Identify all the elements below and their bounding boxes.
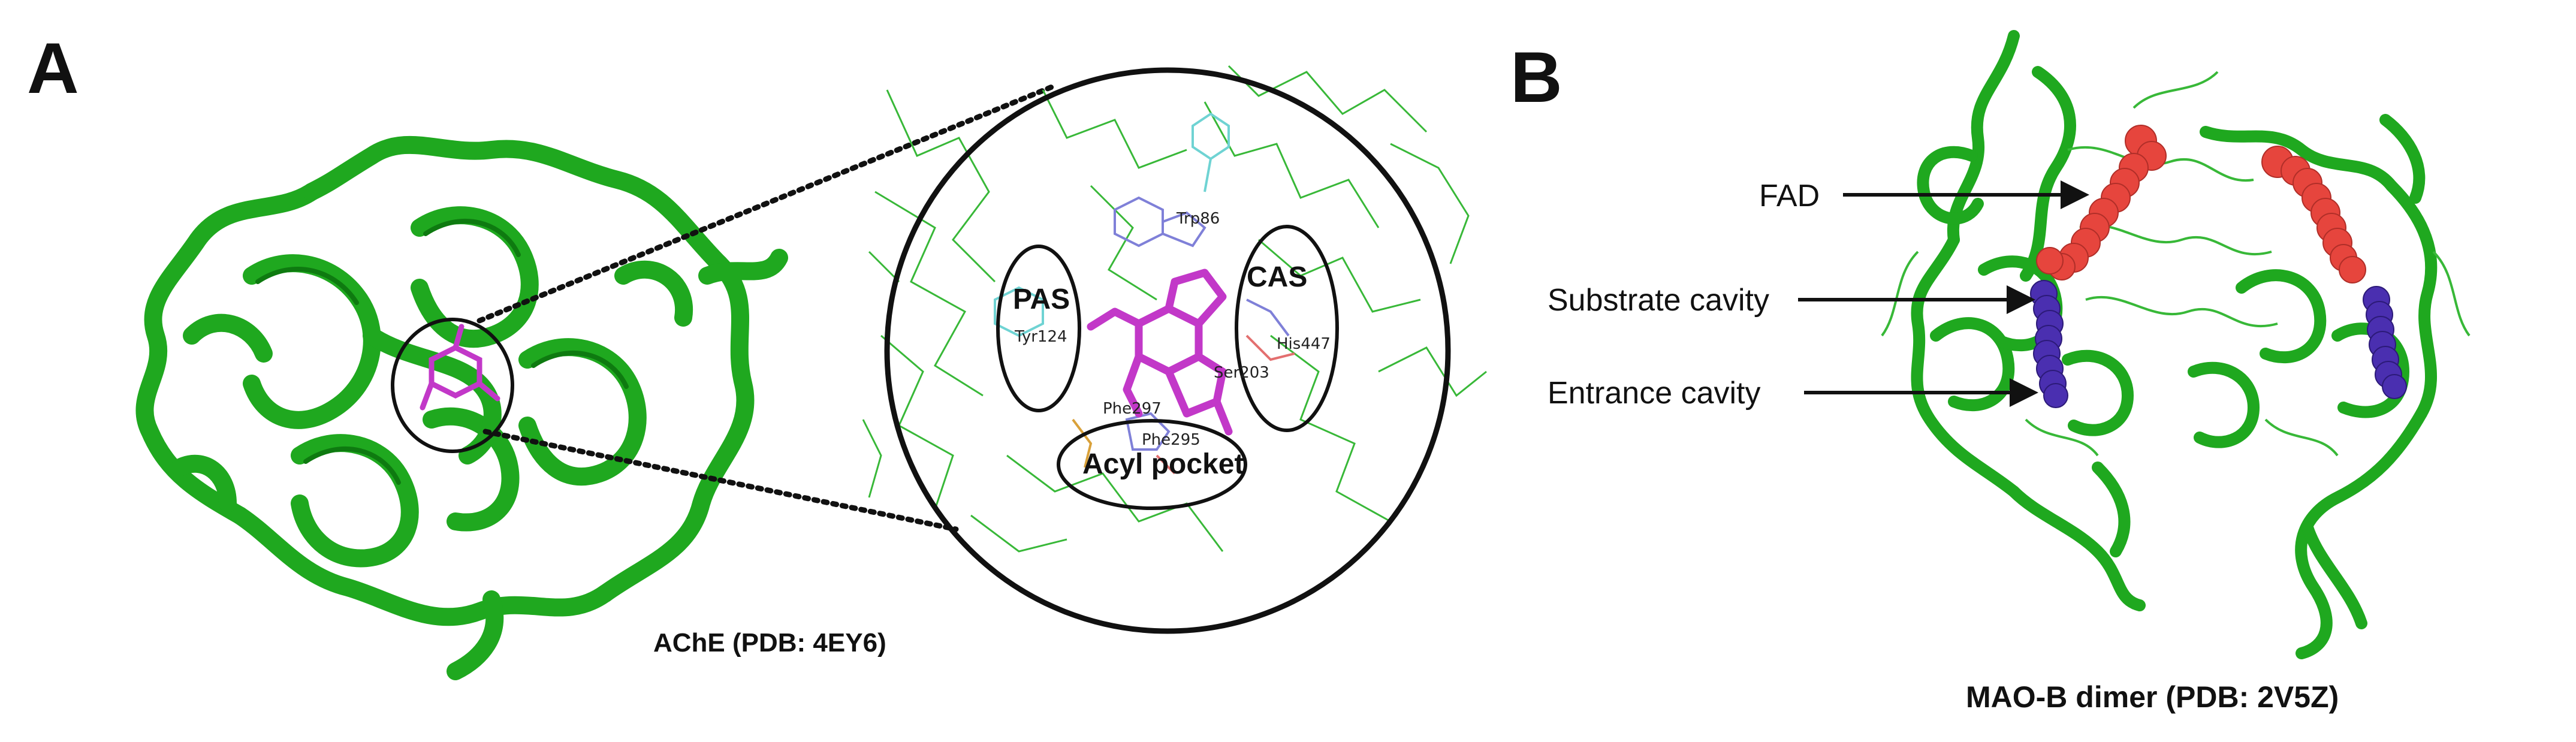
fad-right [2261,146,2366,283]
panel-b-letter: B [1510,37,1563,117]
panel-b: B [1510,30,2471,714]
substrate-cavity-callout: Substrate cavity [1548,283,1769,318]
ache-active-site-zoom: PAS CAS Acyl pocket Trp86 Tyr124 His447 … [862,65,1487,634]
acyl-pocket-ellipse [1057,419,1247,510]
callout-arrows [1798,180,2089,407]
fad-left [2036,125,2167,280]
ache-active-site-circle [391,318,514,453]
residue-his447: His447 [1277,335,1331,353]
residue-phe297: Phe297 [1103,400,1162,418]
maob-coil-wires [1881,71,2471,457]
zoom-lines [476,84,1055,532]
pas-ellipse [996,245,1081,412]
zoom-ligand [1087,269,1233,436]
panel-a-letter: A [27,28,79,108]
zoom-circle [884,67,1451,634]
ache-protein-ribbon [135,135,788,680]
residue-phe295: Phe295 [1142,431,1200,449]
acyl-pocket-label: Acyl pocket [1082,448,1244,480]
panel-a: A [27,28,1487,680]
cas-ellipse [1235,225,1339,432]
maob-caption: MAO-B dimer (PDB: 2V5Z) [1966,680,2339,714]
cavity-right [2363,286,2407,399]
fad-callout: FAD [1759,179,1820,213]
ache-caption: AChE (PDB: 4EY6) [653,628,886,657]
cavity-left [2030,280,2068,408]
cas-label: CAS [1247,261,1307,293]
entrance-cavity-callout: Entrance cavity [1548,376,1761,411]
ache-protein-shading [255,219,629,485]
residue-trp86: Trp86 [1176,210,1220,228]
ache-ligand [420,324,500,411]
residue-tyr124: Tyr124 [1014,328,1067,346]
zoom-sidechains [994,112,1295,475]
residue-ser203: Ser203 [1214,364,1269,382]
pas-label: PAS [1013,283,1070,315]
maob-protein-ribbon [1911,30,2438,659]
